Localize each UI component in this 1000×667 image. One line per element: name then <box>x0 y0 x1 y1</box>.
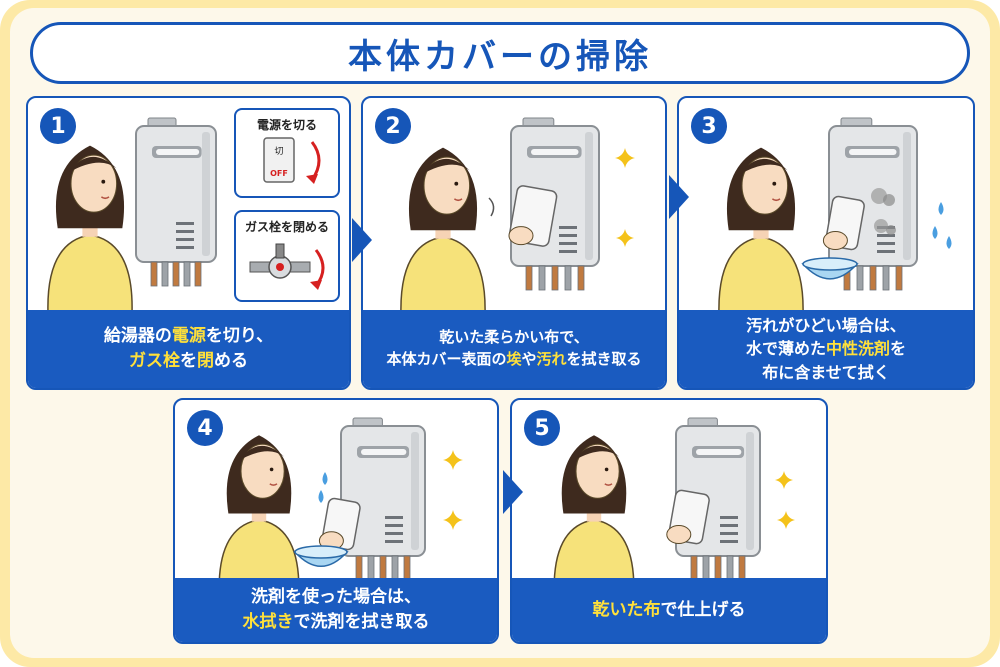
caption-text: で仕上げる <box>660 599 746 620</box>
water-drop-icon <box>322 472 328 485</box>
dirt-smudge-icon <box>871 188 896 235</box>
water-heater-icon <box>340 417 426 581</box>
callout-power-off: 電源を切る切 OFF <box>234 108 340 198</box>
caption-highlight: 中性洗剤 <box>825 339 890 359</box>
step-caption: 給湯器の電源を切り、ガス栓を閉める <box>28 310 349 388</box>
caption-line: 水拭きで洗剤を拭き取る <box>243 610 430 635</box>
step-number-badge: 4 <box>187 410 223 446</box>
caption-line: 本体カバー表面の埃や汚れを拭き取る <box>386 349 641 371</box>
sparkle-icon <box>775 471 793 489</box>
step-panel-5: 5 乾いた布で仕上げる <box>510 398 828 644</box>
step-illustration <box>718 117 952 314</box>
caption-text: を拭き取る <box>566 350 642 368</box>
step-number-badge: 3 <box>691 108 727 144</box>
power-switch-icon: 切 OFF <box>263 137 295 183</box>
next-arrow-4-5 <box>503 470 523 514</box>
woman-figure-icon <box>718 147 804 314</box>
caption-line: ガス栓を閉める <box>129 349 248 374</box>
caption-text: 水で薄めた <box>745 339 826 359</box>
title-banner: 本体カバーの掃除 <box>30 22 970 84</box>
cloth-icon <box>508 185 558 247</box>
callout-gas-close: ガス栓を閉める <box>234 210 340 302</box>
woman-figure-icon <box>218 435 300 582</box>
water-drop-icon <box>938 202 944 215</box>
switch-label: 切 <box>274 146 283 157</box>
callout-title: 電源を切る <box>256 118 317 132</box>
sparkle-icon <box>616 229 634 247</box>
step-caption: 乾いた布で仕上げる <box>512 578 826 642</box>
caption-highlight: 乾いた <box>592 599 644 620</box>
caption-highlight: 水拭き <box>242 612 294 632</box>
step-number-badge: 2 <box>375 108 411 144</box>
caption-line: 洗剤を使った場合は、 <box>251 585 421 610</box>
next-arrow-2-3 <box>669 175 689 219</box>
caption-line: 汚れがひどい場合は、 <box>746 314 906 337</box>
step-panel-2: 2 乾いた柔らかい布で、本体カバー表面の埃や汚れを拭き取る <box>361 96 667 390</box>
woman-figure-icon <box>400 147 486 314</box>
caption-line: 乾いた柔らかい布で、 <box>439 327 588 349</box>
water-drop-icon <box>318 490 324 503</box>
caption-highlight: 埃 <box>506 350 522 368</box>
water-drop-icon <box>932 226 938 239</box>
caption-text: 給湯器の <box>103 326 172 347</box>
step-number-badge: 5 <box>524 410 560 446</box>
arrow-head-icon <box>306 174 318 184</box>
callout-illustration: 切 OFF <box>263 137 321 184</box>
rotate-arrow-icon <box>310 141 321 181</box>
next-arrow-1-2 <box>352 218 372 262</box>
step-caption: 洗剤を使った場合は、水拭きで洗剤を拭き取る <box>175 578 497 642</box>
step-illustration <box>553 417 795 582</box>
step-panel-3: 3 汚れがひどい場合は、水で薄めた中性洗剤を布に含ませて拭く <box>677 96 975 390</box>
caption-highlight: ガス栓 <box>129 351 180 371</box>
caption-text: 乾いた柔らかい布で、 <box>439 328 589 347</box>
caption-text: 布に含ませて拭く <box>762 362 890 382</box>
sparkle-icon <box>615 148 635 168</box>
caption-highlight: 布 <box>643 599 661 620</box>
cloth-icon <box>822 195 865 251</box>
arrow-head-icon <box>310 280 322 290</box>
page-title: 本体カバーの掃除 <box>348 36 652 77</box>
cloth-icon <box>318 497 361 551</box>
caption-line: 水で薄めた中性洗剤を <box>746 337 906 360</box>
step-number-badge: 1 <box>40 108 76 144</box>
sparkle-icon <box>777 511 795 529</box>
sparkle-icon <box>443 450 463 470</box>
cloth-icon <box>666 489 710 545</box>
callout-illustration <box>249 243 325 290</box>
gas-valve-icon <box>249 243 311 279</box>
step-caption: 汚れがひどい場合は、水で薄めた中性洗剤を布に含ませて拭く <box>679 310 973 388</box>
switch-state-label: OFF <box>270 169 288 178</box>
woman-figure-icon <box>553 435 635 582</box>
caption-highlight: 電源 <box>171 326 206 347</box>
caption-text: める <box>214 351 248 371</box>
step-illustration <box>218 417 463 582</box>
step-illustration <box>400 117 635 314</box>
water-drop-icon <box>946 236 952 249</box>
caption-highlight: 閉 <box>197 351 214 371</box>
caption-text: 本体カバー表面の <box>386 350 507 368</box>
caption-text: 洗剤を使った場合は、 <box>251 587 421 608</box>
step-illustration <box>47 117 217 314</box>
step-caption: 乾いた柔らかい布で、本体カバー表面の埃や汚れを拭き取る <box>363 310 665 388</box>
callout-title: ガス栓を閉める <box>244 220 329 234</box>
bowl-icon <box>293 545 349 567</box>
woman-figure-icon <box>47 145 133 314</box>
sparkle-icon <box>443 510 463 530</box>
caption-line: 布に含ませて拭く <box>762 361 890 384</box>
caption-text: 汚れがひどい場合は、 <box>746 316 906 336</box>
caption-line: 乾いた布で仕上げる <box>593 598 746 623</box>
caption-text: や <box>521 350 537 368</box>
caption-text: で洗剤を拭き取る <box>293 612 430 632</box>
caption-text: を切り、 <box>205 326 274 347</box>
motion-lines-icon <box>488 197 495 217</box>
caption-text: を <box>180 351 197 371</box>
caption-line: 給湯器の電源を切り、 <box>104 324 273 349</box>
water-heater-icon <box>135 117 217 287</box>
caption-highlight: 汚れ <box>536 350 567 368</box>
caption-text: を <box>890 339 907 359</box>
bowl-icon <box>801 257 859 280</box>
